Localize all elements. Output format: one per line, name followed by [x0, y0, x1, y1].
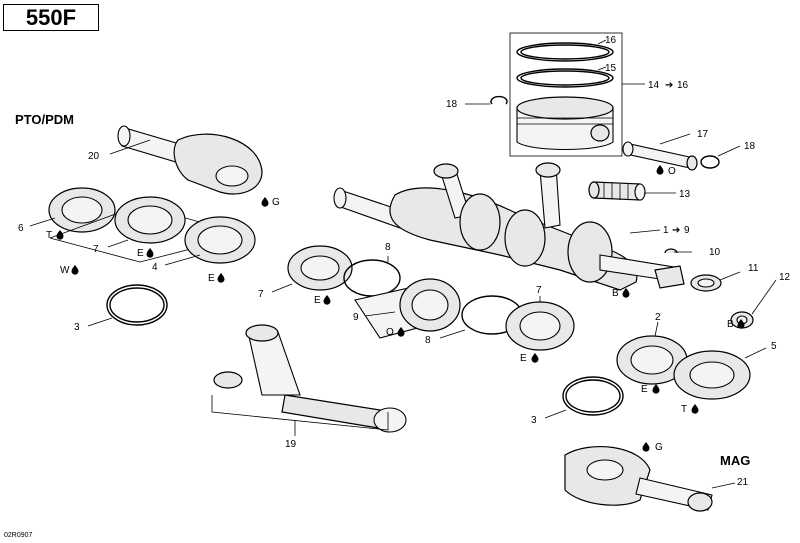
center-bearing-stack [271, 245, 575, 351]
callout-labels: 16 15 14 ➔ 16 18 17 18 13 1 ➔ 9 10 11 12… [18, 35, 791, 488]
nut-12 [730, 279, 777, 329]
lube-e-7left: E [137, 248, 144, 259]
callout-arrow-1-9: ➔ [672, 225, 680, 236]
callout-8-top: 8 [385, 242, 391, 253]
lube-o-9: O [386, 327, 394, 338]
lube-b-center: B [612, 288, 619, 299]
callout-7-left: 7 [93, 244, 99, 255]
diagram-title: 550F [3, 4, 99, 31]
lube-o-13: O [668, 166, 676, 177]
callout-3-left: 3 [74, 322, 80, 333]
callout-11: 11 [748, 263, 759, 274]
callout-17: 17 [697, 129, 709, 140]
callout-8-bottom: 8 [425, 335, 431, 346]
callout-7-right: 7 [536, 285, 542, 296]
drawing-code: 02R0907 [4, 532, 33, 539]
callout-10: 10 [709, 247, 721, 258]
lube-marks: G T E W E E O E O B B E T G [46, 165, 745, 453]
callout-7-mid: 7 [258, 289, 264, 300]
callout-1-9-to: 9 [684, 225, 690, 236]
piston-pin-17 [622, 133, 698, 171]
pto-side-label: PTO/PDM [15, 112, 74, 127]
lube-e-7mid: E [314, 295, 321, 306]
needle-bearing-13 [588, 181, 676, 201]
crankshaft-mag-end-21 [564, 445, 736, 512]
callout-1: 1 [663, 225, 669, 236]
mag-oil-seal-5 [673, 347, 767, 400]
callout-14-16-to: 16 [677, 80, 689, 91]
callout-19: 19 [285, 439, 297, 450]
callout-2: 2 [655, 312, 661, 323]
lube-e-2: E [641, 384, 648, 395]
circlip-18-right [700, 145, 741, 169]
lube-t-5: T [681, 404, 687, 415]
retaining-ring-3-left [87, 284, 168, 327]
retaining-ring-3-right [544, 376, 624, 419]
lube-g-bottom: G [655, 442, 663, 453]
callout-18-right: 18 [744, 141, 756, 152]
callout-20: 20 [88, 151, 100, 162]
lube-t-left: T [46, 230, 52, 241]
callout-5: 5 [771, 341, 777, 352]
callout-6: 6 [18, 223, 24, 234]
callout-arrow-14-16: ➔ [665, 80, 673, 91]
callout-13: 13 [679, 189, 691, 200]
callout-18-top: 18 [446, 99, 458, 110]
lube-w-left: W [60, 265, 70, 276]
callout-16: 16 [605, 35, 617, 46]
callout-21: 21 [737, 477, 749, 488]
mag-side-label: MAG [720, 453, 751, 468]
pto-bearing-group [49, 196, 256, 266]
lube-g-top: G [272, 197, 280, 208]
lube-b-12: B [727, 319, 734, 330]
connecting-rod-19 [211, 324, 407, 436]
piston-ring-16 [516, 39, 614, 62]
lube-e-7right: E [520, 353, 527, 364]
callout-15: 15 [605, 63, 617, 74]
crankshaft-pto-end-20 [109, 125, 263, 195]
distance-ring-11 [690, 271, 741, 292]
piston [516, 96, 614, 150]
callout-4: 4 [152, 262, 158, 273]
oil-seal-6 [29, 187, 116, 233]
circlip-18-top [465, 95, 508, 105]
crankshaft-assembly [333, 162, 685, 291]
callout-12: 12 [779, 272, 791, 283]
callout-9: 9 [353, 312, 359, 323]
woodruff-key-10 [664, 248, 692, 254]
piston-ring-15 [516, 66, 614, 88]
callout-14: 14 [648, 80, 660, 91]
lube-e-4: E [208, 273, 215, 284]
callout-3-right: 3 [531, 415, 537, 426]
piston-group-box [509, 32, 645, 157]
